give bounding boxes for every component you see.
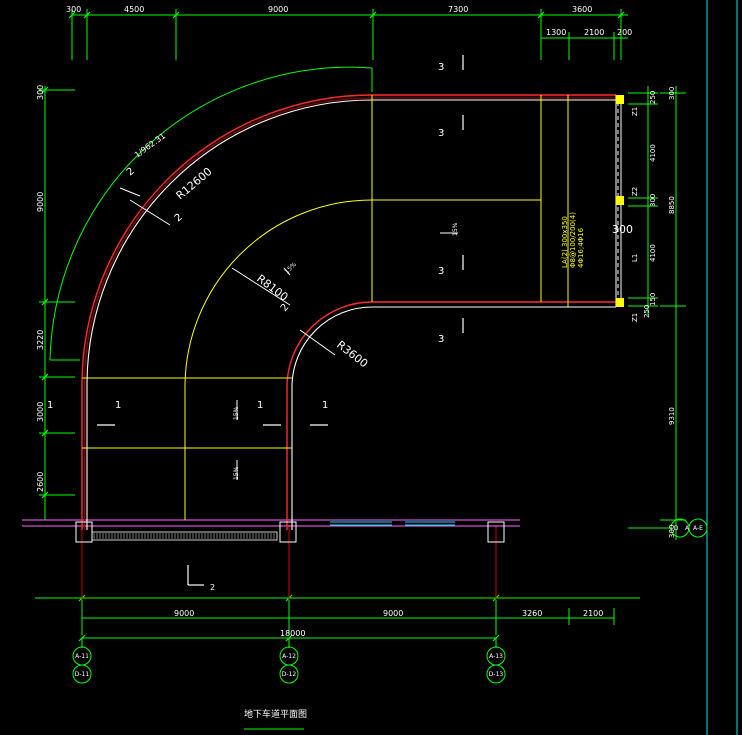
wall-ends	[75, 521, 505, 543]
section-mark-2d: 2	[210, 583, 215, 592]
right-dimension-texts: 250 4100 300 4100 150 250 300 8850 9310 …	[643, 87, 676, 538]
top-detail-2: 2100	[584, 28, 604, 37]
axis-label-right-ae: A-E	[693, 525, 703, 532]
right-dim-1: 250	[649, 91, 657, 104]
r3600-label: R3600	[334, 338, 370, 370]
right-dim-6: 250	[643, 305, 651, 318]
grid-axes	[81, 525, 497, 600]
bottom-dim-total: 18000	[280, 629, 305, 638]
radius-texts: 1/962.31 R12600 R8100 R3600	[133, 131, 370, 370]
top-dim-3: 9000	[268, 5, 288, 14]
axis-label-right-d: D	[674, 525, 679, 532]
top-detail-1: 1300	[546, 28, 566, 37]
slope-label-3: 15%	[233, 406, 240, 420]
bottom-dim-4: 2100	[583, 609, 603, 618]
axis-label-d12: D-12	[282, 671, 297, 678]
radius-leaders	[119, 187, 336, 356]
right-outer-3: 9310	[668, 407, 676, 425]
column-tags: Z1 Z2 Z1 L1	[631, 107, 639, 322]
slope-arrows	[236, 232, 458, 480]
dimension-texts: 300 4500 9000 7300 3600 1300 2100 200 90…	[66, 5, 632, 638]
right-outer-2: 8850	[668, 196, 676, 214]
left-dimension-texts: 300 9000 3220 3000 2600	[36, 85, 45, 492]
section-mark-1a: 1	[47, 400, 53, 411]
section-mark-2c: 2	[279, 302, 292, 314]
dimension-lines	[35, 9, 686, 730]
arc-length-label: 1/962.31	[133, 131, 167, 159]
top-dim-1: 300	[66, 5, 81, 14]
section-numbers: 3 3 3 3 1 1 1 1 2 2 2 2	[47, 62, 444, 592]
column-tag-z1-top: Z1	[631, 107, 639, 116]
column-tag-z2: Z2	[631, 187, 639, 196]
trench-drain	[93, 533, 275, 539]
left-dim-2: 9000	[36, 192, 45, 212]
right-outer-1: 300	[668, 87, 676, 100]
axis-bubble-labels: A-11 D-11 A-12 D-12 A-13 D-13 D A A-E	[75, 525, 703, 678]
r8100-label: R8100	[254, 272, 290, 304]
section-mark-2a: 2	[125, 166, 137, 179]
trench-drain-frame	[91, 531, 278, 541]
bottom-dim-2: 9000	[383, 609, 403, 618]
top-dim-5: 3600	[572, 5, 592, 14]
bottom-dim-3: 3260	[522, 609, 542, 618]
top-dim-4: 7300	[448, 5, 468, 14]
section-mark-1b: 1	[115, 400, 121, 411]
r12600-label: R12600	[174, 165, 215, 202]
beam-dim: 300	[612, 223, 633, 236]
section-cut-marks	[97, 55, 464, 586]
axis-label-d13: D-13	[489, 671, 504, 678]
axis-label-a12: A-12	[282, 653, 296, 660]
bottom-dim-1: 9000	[174, 609, 194, 618]
slope-label-4: 15%	[233, 466, 240, 480]
slope-label-1: 15%	[452, 222, 459, 236]
axis-label-d11: D-11	[75, 671, 90, 678]
left-dim-3: 3220	[36, 330, 45, 350]
column-tag-l1: L1	[631, 254, 639, 262]
left-dim-4: 3000	[36, 402, 45, 422]
drawing-title: 地下车道平面图	[244, 708, 307, 720]
beam-annotation: LA(2) 300x350 Φ8@100/200(4) 4Φ16;4Φ16	[561, 212, 585, 268]
left-dim-5: 2600	[36, 472, 45, 492]
column-tag-z1-bottom: Z1	[631, 313, 639, 322]
ramp-centerline	[82, 95, 542, 520]
right-dim-3: 300	[649, 194, 657, 207]
axis-bubble-frames	[72, 518, 708, 684]
section-mark-3a: 3	[438, 62, 444, 73]
dimension-ticks	[41, 11, 625, 642]
beam-bars: 4Φ16;4Φ16	[577, 227, 585, 268]
axis-label-a13: A-13	[489, 653, 503, 660]
outer-wall	[81, 94, 616, 530]
left-dim-1: 300	[36, 85, 45, 100]
right-dim-4: 4100	[649, 244, 657, 262]
drain-grates	[330, 521, 455, 526]
right-dim-5: 150	[649, 293, 657, 306]
section-mark-1c: 1	[257, 400, 263, 411]
section-mark-3c: 3	[438, 266, 444, 277]
grade-line	[22, 519, 520, 527]
section-mark-2b: 2	[173, 212, 185, 225]
top-dim-2: 4500	[124, 5, 144, 14]
inner-wall	[286, 301, 616, 530]
beam-name: LA(2) 300x350	[561, 216, 569, 268]
beam-stirrup: Φ8@100/200(4)	[569, 212, 577, 268]
top-detail-3: 200	[617, 28, 632, 37]
section-mark-3b: 3	[438, 128, 444, 139]
right-outer-4: 300	[668, 525, 676, 538]
end-columns	[616, 95, 624, 307]
slope-label-2: 15%	[283, 261, 298, 276]
section-mark-1d: 1	[322, 400, 328, 411]
axis-label-right-a: A	[685, 525, 690, 532]
axis-label-a11: A-11	[75, 653, 89, 660]
right-dim-2: 4100	[649, 144, 657, 162]
section-mark-3d: 3	[438, 334, 444, 345]
